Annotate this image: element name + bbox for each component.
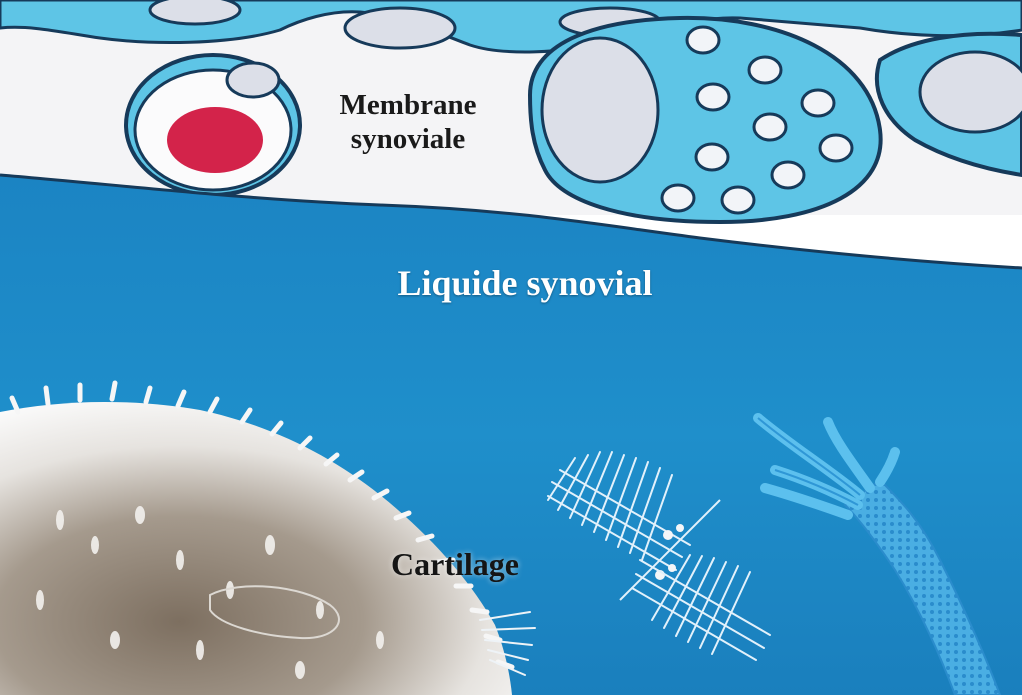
membrane-label: Membrane synoviale (308, 88, 508, 156)
vesicle (722, 187, 754, 213)
membrane-cell (126, 55, 300, 195)
vesicle (820, 135, 852, 161)
vesicle (697, 84, 729, 110)
vesicle (749, 57, 781, 83)
vesicle (662, 185, 694, 211)
top-vesicle (150, 0, 240, 24)
fluid-label: Liquide synovial (300, 262, 750, 304)
vesicle (772, 162, 804, 188)
membrane-label-line1: Membrane (308, 88, 508, 122)
vesicle (696, 144, 728, 170)
cartilage-label: Cartilage (330, 546, 580, 583)
vesicle (754, 114, 786, 140)
vesicle (802, 90, 834, 116)
membrane-label-line2: synoviale (308, 122, 508, 156)
cell-nucleus (167, 107, 263, 173)
top-vesicle (345, 8, 455, 48)
vesicle (687, 27, 719, 53)
